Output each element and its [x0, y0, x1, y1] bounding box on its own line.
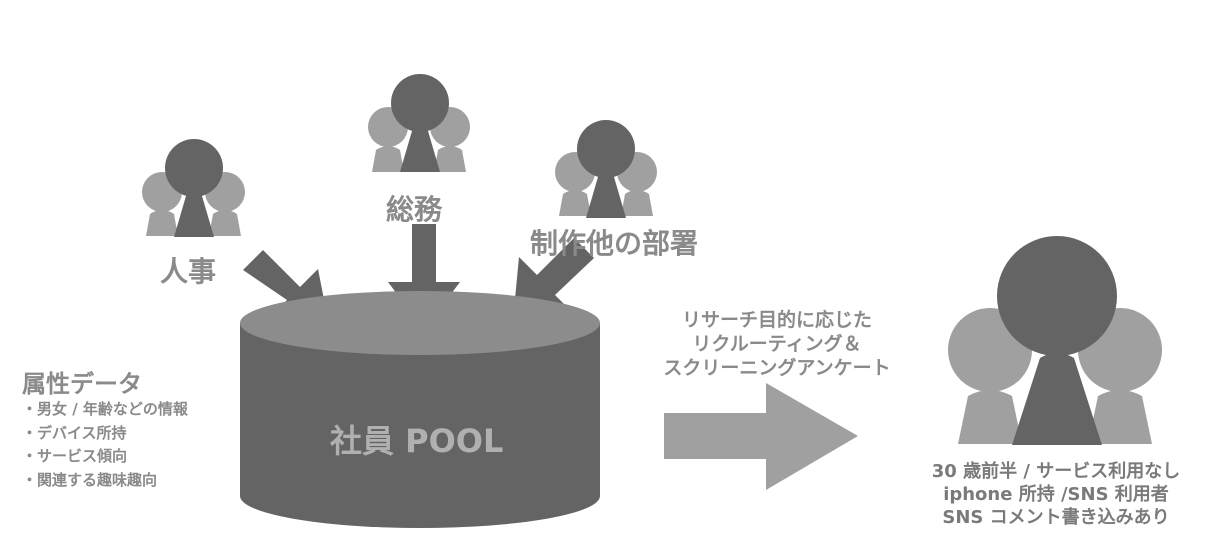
people-icon-target-users — [948, 236, 1162, 445]
people-icon-other-departments — [555, 120, 657, 218]
attribute-item: ・デバイス所持 — [22, 423, 127, 442]
research-label: リサーチ目的に応じた リクルーティング＆ スクリーニングアンケート — [632, 308, 922, 380]
attribute-item: ・関連する趣味趣向 — [22, 470, 158, 489]
target-label-line: 30 歳前半 / サービス利用なし — [931, 461, 1181, 482]
target-label-line: SNS コメント書き込みあり — [942, 507, 1170, 528]
attributes-list: ・男女 / 年齢などの情報 ・デバイス所持 ・サービス傾向 ・関連する趣味趣向 — [22, 398, 188, 492]
dept-label-other: 制作他の部署 — [530, 227, 699, 260]
people-icon-general-affairs — [368, 74, 470, 172]
research-label-line: リクルーティング＆ — [692, 333, 862, 355]
attribute-item: ・サービス傾向 — [22, 447, 128, 465]
attributes-title: 属性データ — [22, 370, 142, 398]
target-label: 30 歳前半 / サービス利用なし iphone 所持 /SNS 利用者 SNS… — [908, 460, 1204, 529]
employee-pool-cylinder — [240, 291, 600, 528]
people-icon-hr — [142, 139, 245, 237]
arrow-pool-to-target — [664, 383, 858, 490]
dept-label-general-affairs: 総務 — [386, 193, 443, 226]
pool-label: 社員 POOL — [330, 422, 504, 460]
attribute-item: ・男女 / 年齢などの情報 — [22, 400, 188, 418]
research-label-line: スクリーニングアンケート — [663, 357, 891, 379]
research-label-line: リサーチ目的に応じた — [681, 309, 872, 331]
target-label-line: iphone 所持 /SNS 利用者 — [943, 484, 1169, 505]
dept-label-hr: 人事 — [160, 255, 217, 288]
